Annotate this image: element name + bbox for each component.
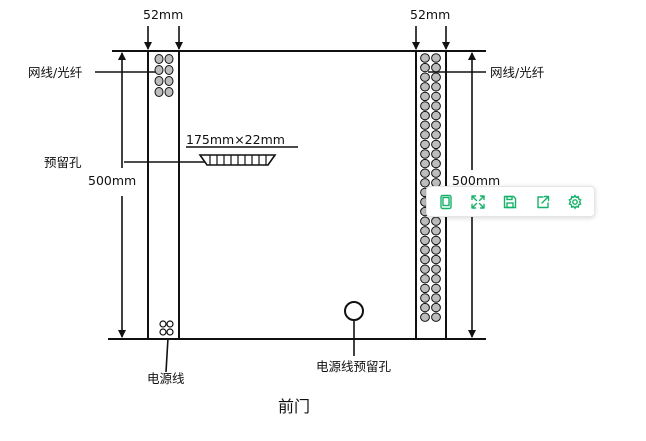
- cable-hole: [154, 76, 164, 86]
- view-caption: 前门: [278, 397, 311, 416]
- power-hole: [166, 320, 174, 328]
- cable-hole: [420, 226, 430, 236]
- fullscreen-button[interactable]: [465, 189, 491, 215]
- settings-button[interactable]: [562, 189, 588, 215]
- cable-hole: [420, 101, 430, 111]
- cable-hole: [431, 82, 441, 92]
- cable-hole: [431, 110, 441, 121]
- label-slot-size: 175mm×22mm: [186, 132, 285, 147]
- cable-hole: [431, 283, 441, 294]
- cable-hole: [420, 53, 430, 63]
- label-cable-left: 网线/光纤: [28, 65, 83, 80]
- cable-hole: [431, 168, 441, 178]
- cable-hole: [420, 302, 430, 313]
- gear-icon: [568, 193, 582, 210]
- share-icon: [536, 195, 549, 208]
- cable-hole: [420, 293, 430, 303]
- cable-hole: [164, 87, 174, 97]
- expand-icon: [471, 194, 485, 209]
- cable-hole: [420, 216, 430, 226]
- label-power-hole: 电源线预留孔: [316, 359, 392, 374]
- cable-hole: [420, 245, 430, 255]
- cable-hole: [431, 274, 441, 284]
- cable-hole: [431, 158, 441, 169]
- cable-hole: [420, 149, 430, 159]
- cable-hole: [431, 72, 441, 82]
- cable-hole: [431, 101, 441, 111]
- floating-toolbar: [426, 186, 595, 217]
- cable-hole: [420, 274, 430, 284]
- cable-hole: [431, 53, 441, 63]
- cable-hole: [431, 254, 441, 265]
- cable-hole: [420, 235, 430, 246]
- cable-hole: [420, 120, 430, 130]
- cable-hole: [420, 158, 430, 169]
- tablet-icon: [440, 194, 452, 209]
- cable-hole: [164, 65, 174, 75]
- cable-hole: [420, 254, 430, 265]
- cable-hole: [154, 54, 164, 64]
- dim-label-52mm-right: 52mm: [410, 7, 451, 22]
- cable-hole: [420, 264, 430, 274]
- device-view-button[interactable]: [433, 189, 459, 215]
- cable-hole: [431, 235, 441, 246]
- cable-hole: [431, 302, 441, 313]
- cable-hole: [431, 130, 441, 140]
- power-hole: [159, 328, 167, 336]
- power-cable-holes: [159, 320, 174, 336]
- left-cable-holes: [154, 54, 174, 97]
- cable-hole: [431, 120, 441, 130]
- cable-hole: [431, 139, 441, 150]
- share-button[interactable]: [530, 189, 556, 215]
- cable-hole: [431, 62, 441, 73]
- cable-slot-grille: [198, 154, 277, 166]
- cable-hole: [431, 245, 441, 255]
- cable-hole: [431, 216, 441, 226]
- dim-label-500mm-right: 500mm: [452, 173, 501, 188]
- cable-hole: [420, 130, 430, 140]
- cable-hole: [420, 168, 430, 178]
- cable-hole: [420, 82, 430, 92]
- cable-hole: [431, 312, 441, 322]
- cable-hole: [420, 312, 430, 322]
- cable-hole: [431, 149, 441, 159]
- cable-hole: [420, 62, 430, 73]
- label-power-cable: 电源线: [147, 371, 185, 386]
- power-hole: [159, 320, 167, 328]
- label-reserved-hole: 预留孔: [44, 155, 82, 170]
- cable-hole: [431, 91, 441, 102]
- dim-label-500mm-left: 500mm: [88, 173, 137, 188]
- cable-hole: [420, 72, 430, 82]
- power-hole: [166, 328, 174, 336]
- cable-hole: [431, 293, 441, 303]
- save-button[interactable]: [497, 189, 523, 215]
- cable-hole: [420, 178, 430, 188]
- cable-hole: [420, 91, 430, 102]
- cable-hole: [420, 139, 430, 150]
- door-panel-outline: [147, 50, 447, 340]
- cable-hole: [164, 76, 174, 86]
- power-reserved-hole: [344, 301, 364, 321]
- dim-label-52mm-left: 52mm: [143, 7, 184, 22]
- cable-hole: [164, 54, 174, 64]
- cable-hole: [431, 226, 441, 236]
- cable-hole: [154, 87, 164, 97]
- label-cable-right: 网线/光纤: [490, 65, 545, 80]
- save-icon: [504, 195, 517, 208]
- cable-hole: [420, 110, 430, 121]
- leader-power-cable: [165, 337, 169, 373]
- cable-hole: [154, 65, 164, 75]
- cable-hole: [431, 264, 441, 274]
- cable-hole: [420, 283, 430, 294]
